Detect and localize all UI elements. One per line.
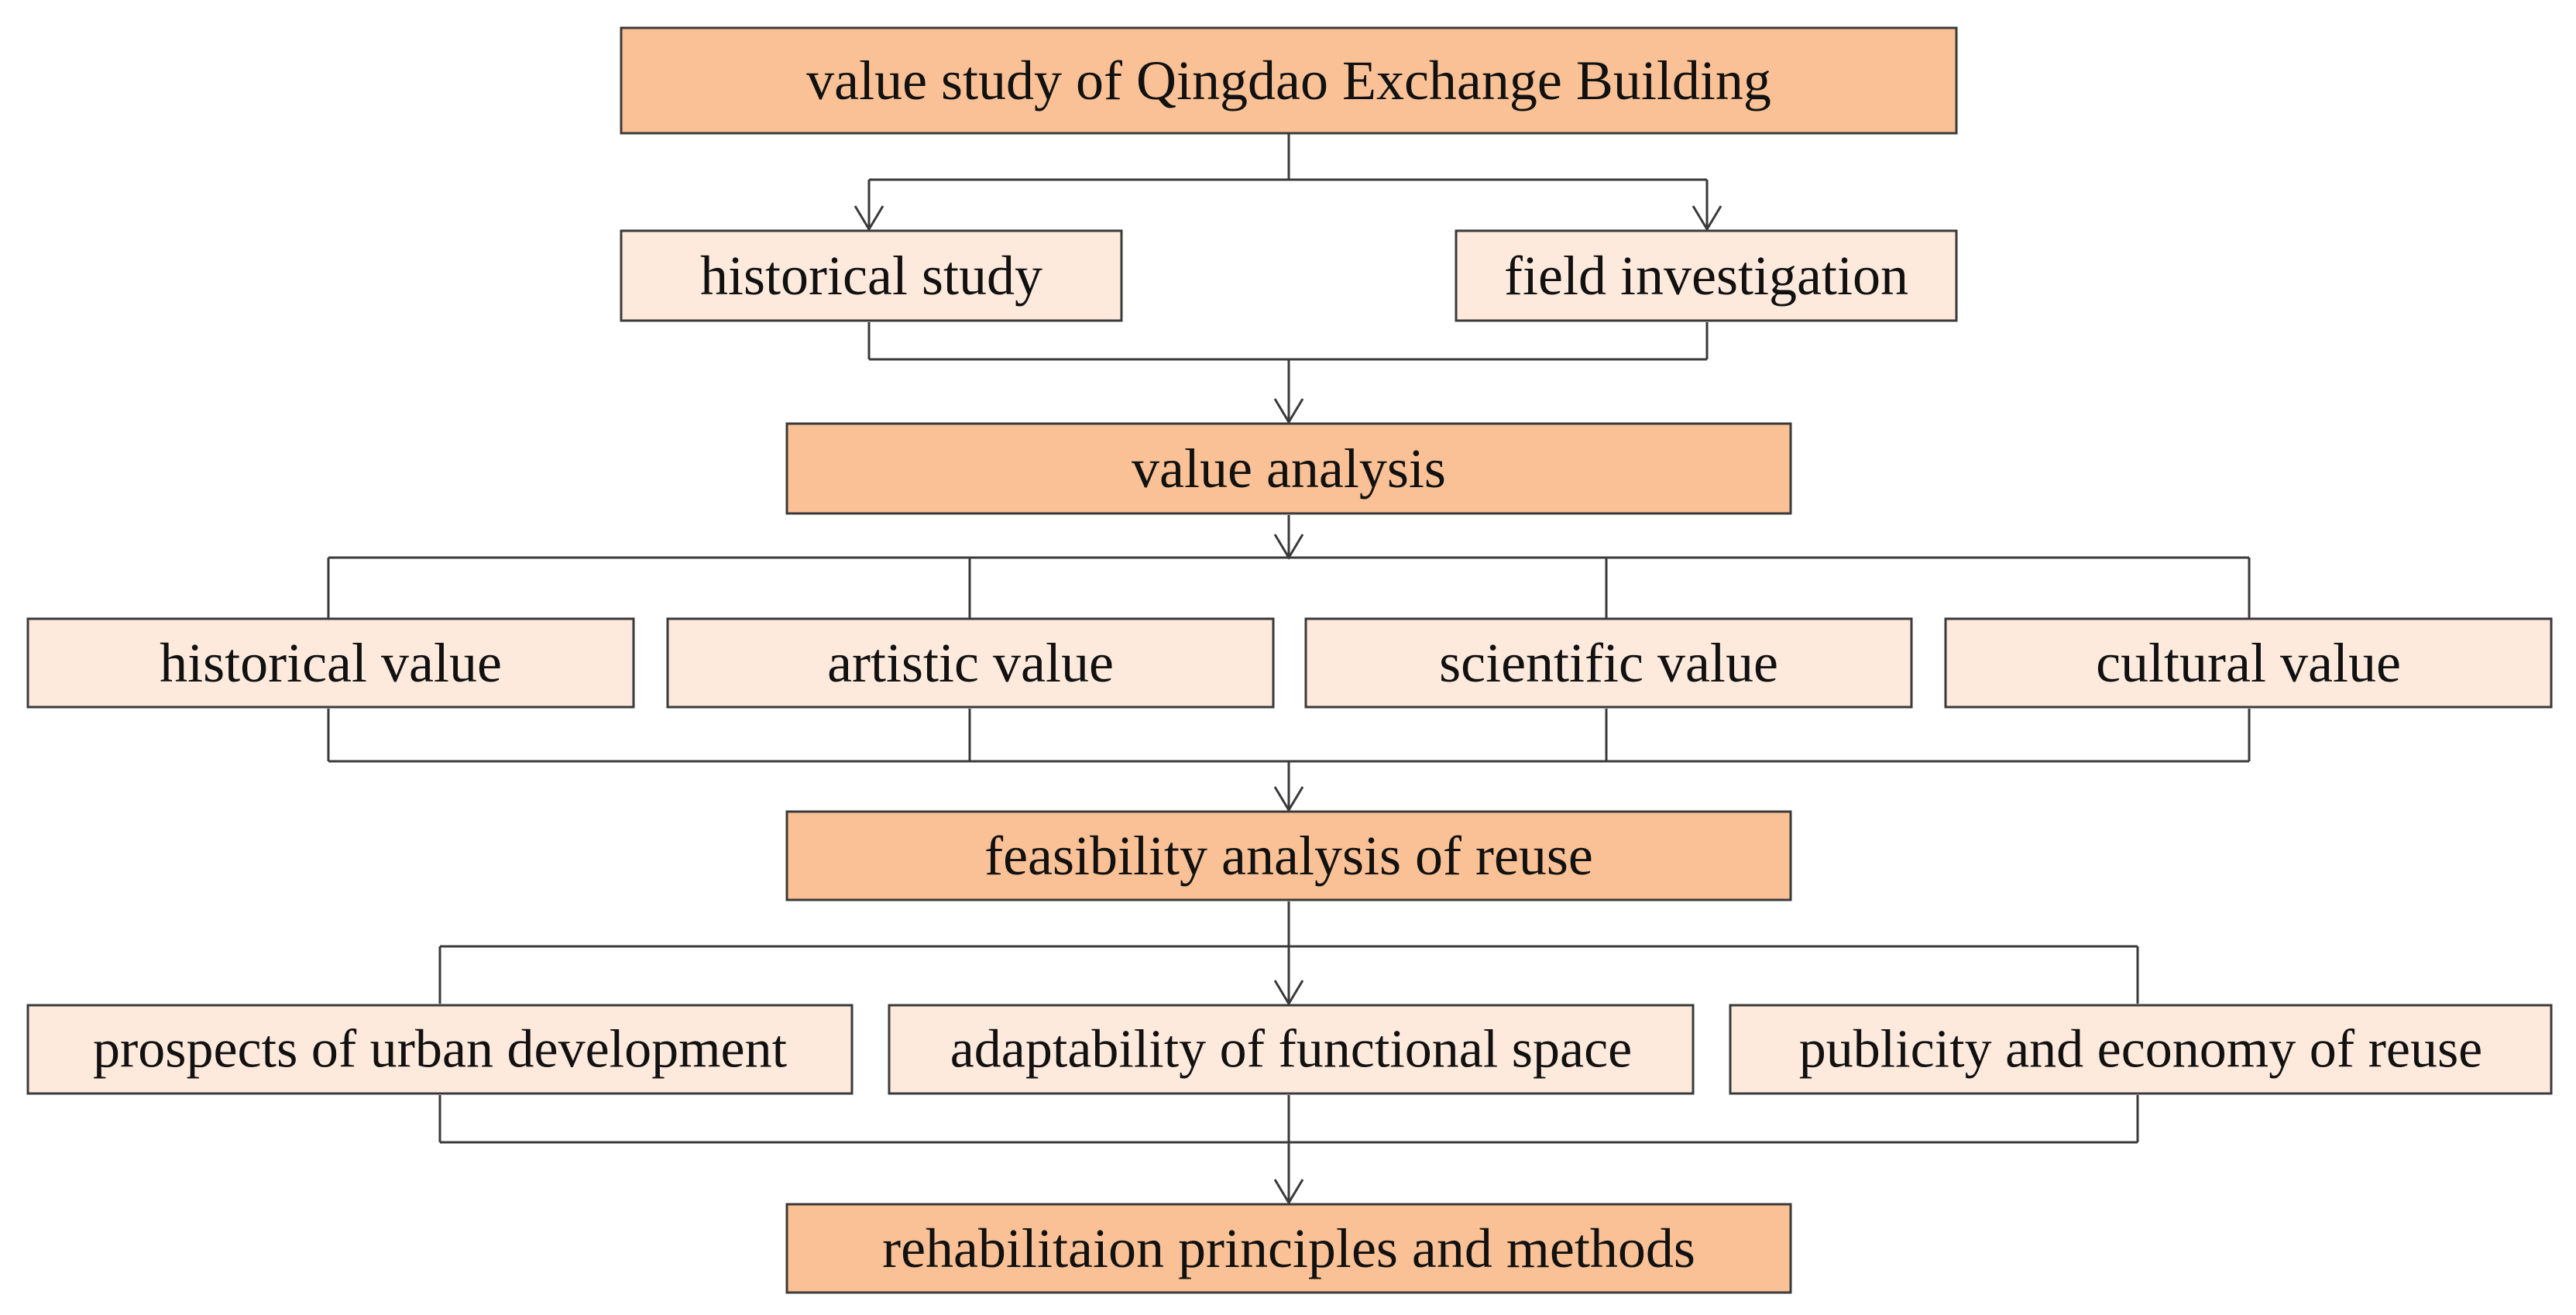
result-box [785,1203,1792,1294]
arrowhead-historical-study [854,205,884,232]
result-label: rehabilitaion principles and methods [882,1217,1695,1279]
field-investigation-box [1455,229,1958,322]
cultural-value-node: cultural value [1944,617,2553,709]
artistic-value-box [666,617,1275,709]
functional-space-box [888,1004,1695,1095]
urban-development-box [26,1004,854,1095]
title-box [620,26,1958,135]
arrowhead-feasibility [1273,786,1304,812]
cultural-value-box [1944,617,2553,709]
publicity-economy-box [1729,1004,2553,1095]
feasibility-label: feasibility analysis of reuse [984,825,1593,887]
connector-title-split [867,133,1709,229]
cultural-value-label: cultural value [2096,632,2401,694]
value-analysis-node: value analysis [785,422,1792,515]
arrowhead-result [1273,1179,1304,1205]
historical-study-label: historical study [700,245,1042,307]
title-node: value study of Qingdao Exchange Building [620,26,1958,135]
historical-value-box [26,617,635,709]
connector-value-merge [327,709,2251,810]
feasibility-box [785,810,1792,901]
connector-factor-split [438,901,2139,1004]
publicity-economy-label: publicity and economy of reuse [1799,1020,2483,1080]
connectors [327,133,2251,1205]
value-analysis-label: value analysis [1132,438,1446,500]
connector-value-split [327,515,2251,619]
historical-value-label: historical value [160,632,502,694]
artistic-value-label: artistic value [827,632,1114,694]
result-node: rehabilitaion principles and methods [785,1203,1792,1294]
scientific-value-box [1304,617,1913,709]
arrowhead-field-investigation [1692,205,1722,232]
functional-space-node: adaptability of functional space [888,1004,1695,1095]
arrowhead-under-value-analysis [1273,534,1304,560]
functional-space-label: adaptability of functional space [950,1020,1633,1080]
scientific-value-node: scientific value [1304,617,1913,709]
connector-factor-merge [438,1095,2139,1203]
artistic-value-node: artistic value [666,617,1275,709]
value-analysis-box [785,422,1792,515]
urban-development-node: prospects of urban development [26,1004,854,1095]
title-label: value study of Qingdao Exchange Building [806,50,1771,112]
publicity-economy-node: publicity and economy of reuse [1729,1004,2553,1095]
historical-study-node: historical study [620,229,1123,322]
historical-value-node: historical value [26,617,635,709]
field-investigation-label: field investigation [1504,245,1908,307]
urban-development-label: prospects of urban development [93,1020,788,1080]
connector-merge-study [867,322,1709,422]
arrowhead-value-analysis [1273,398,1304,424]
scientific-value-label: scientific value [1439,632,1778,694]
historical-study-box [620,229,1123,322]
feasibility-node: feasibility analysis of reuse [785,810,1792,901]
arrowhead-functional-space [1273,980,1304,1006]
field-investigation-node: field investigation [1455,229,1958,322]
